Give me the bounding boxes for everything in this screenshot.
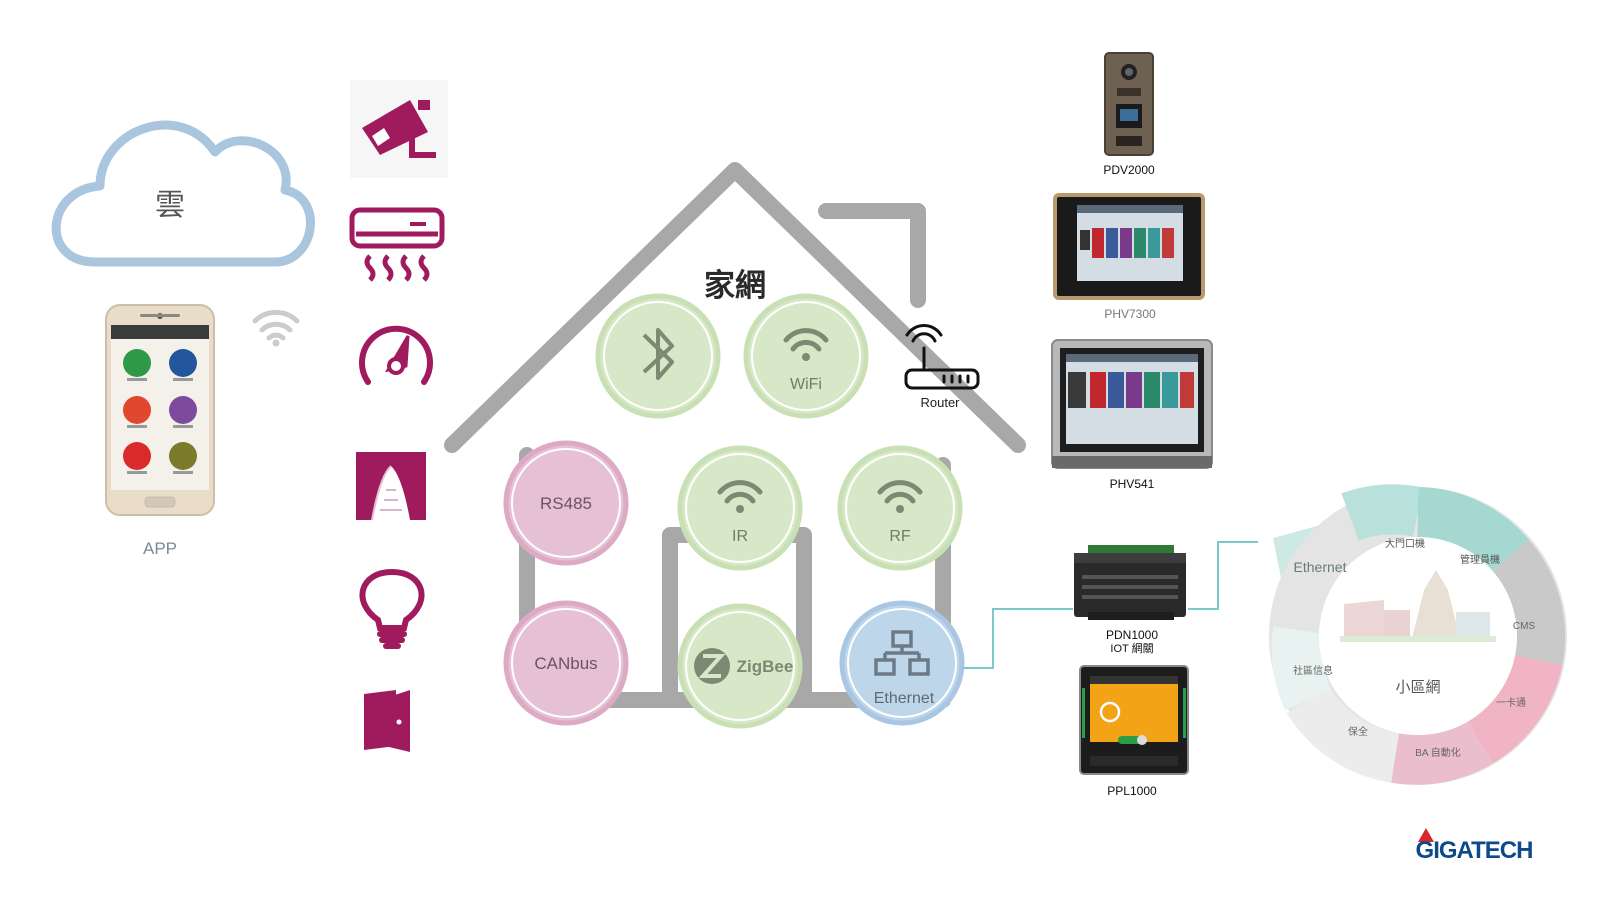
device-phv7300-label: PHV7300 <box>1104 307 1156 321</box>
light-bulb-icon <box>359 568 425 649</box>
app-tile-3 <box>123 396 151 424</box>
ring-segment-label-1: 大門口機 <box>1385 537 1425 550</box>
device-pdn1000 <box>1074 545 1186 620</box>
wifi-signal-icon <box>252 309 300 347</box>
ring-segment-label-5: BA 自動化 <box>1415 746 1461 759</box>
app-label: APP <box>143 539 177 558</box>
protocol-canbus-label: CANbus <box>534 654 597 673</box>
protocol-wifi-label: WiFi <box>790 376 822 393</box>
ring-segment-label-3: CMS <box>1513 621 1536 632</box>
wifi-icon <box>783 328 829 361</box>
security-camera-icon <box>350 80 448 178</box>
protocol-rs485: RS485 <box>503 440 629 566</box>
protocol-canbus: CANbus <box>503 600 629 726</box>
ring-ethernet-label: Ethernet <box>1294 559 1347 575</box>
ring-segment-label-2: 管理員機 <box>1460 553 1500 566</box>
protocol-ethernet-label: Ethernet <box>874 690 935 707</box>
air-conditioner-icon <box>349 207 445 282</box>
bluetooth-icon <box>642 328 674 380</box>
network-icon <box>874 630 930 676</box>
app-tile-2 <box>169 349 197 377</box>
ring-segment-5 <box>1390 720 1493 785</box>
protocol-ir: IR <box>677 445 803 571</box>
cloud-label: 雲 <box>155 189 185 222</box>
house-title: 家網 <box>704 268 766 303</box>
city-skyline <box>1340 570 1496 642</box>
ring-segment-4 <box>1466 654 1563 764</box>
logo-triangle-icon <box>1418 828 1434 842</box>
app-tile-4 <box>169 396 197 424</box>
router-label: Router <box>920 395 960 410</box>
device-pdn1000-label: PDN1000 <box>1106 628 1158 642</box>
app-tile-6 <box>169 442 197 470</box>
wifi-icon <box>717 480 763 513</box>
ring-segment-3 <box>1490 539 1566 665</box>
device-pdn1000-sublabel: IOT 網關 <box>1110 641 1153 655</box>
protocol-zigbee: ZigBee <box>677 603 803 729</box>
app-tile-1 <box>123 349 151 377</box>
protocol-zigbee-label: ZigBee <box>737 657 794 676</box>
smartphone <box>105 304 215 516</box>
device-pdv2000 <box>1104 52 1154 156</box>
protocol-rs485-label: RS485 <box>540 494 592 513</box>
ring-segment-6 <box>1286 686 1400 783</box>
ring-segment-label-6: 保全 <box>1348 725 1368 738</box>
device-phv541 <box>1051 339 1213 469</box>
protocol-wifi: WiFi <box>743 293 869 419</box>
device-ppl1000-label: PPL1000 <box>1107 784 1157 798</box>
protocol-rf: RF <box>837 445 963 571</box>
wifi-icon <box>877 480 923 513</box>
community-ring: 小區網 Ethernet 大門口機 管理員機 CMS 一卡通 BA 自動化 保全… <box>1269 484 1567 785</box>
door-icon <box>364 690 410 752</box>
device-pdv2000-label: PDV2000 <box>1103 163 1155 177</box>
ring-segment-label-7: 社區信息 <box>1293 664 1333 677</box>
device-ppl1000 <box>1079 665 1189 775</box>
cloud: 雲 <box>51 120 315 267</box>
brand-logo: GIGATECH <box>1416 828 1533 864</box>
router-icon <box>904 324 980 390</box>
app-tile-5 <box>123 442 151 470</box>
device-phv541-label: PHV541 <box>1110 477 1155 491</box>
zigbee-icon <box>694 648 730 684</box>
protocol-ir-label: IR <box>732 528 748 545</box>
protocol-bluetooth <box>595 293 721 419</box>
device-phv7300 <box>1053 193 1205 300</box>
ring-segment-2 <box>1416 487 1530 573</box>
gauge-icon <box>359 325 433 385</box>
brand-logo-text: GIGATECH <box>1416 837 1533 864</box>
curtain-icon <box>356 452 426 521</box>
ring-segment-label-4: 一卡通 <box>1496 696 1526 709</box>
connector-lines <box>962 541 1258 669</box>
ring-segment-1 <box>1341 484 1424 541</box>
ring-segment-7 <box>1271 626 1332 711</box>
ring-center-label: 小區網 <box>1395 679 1440 696</box>
protocol-ethernet: Ethernet <box>839 600 965 726</box>
protocol-rf-label: RF <box>889 528 911 545</box>
